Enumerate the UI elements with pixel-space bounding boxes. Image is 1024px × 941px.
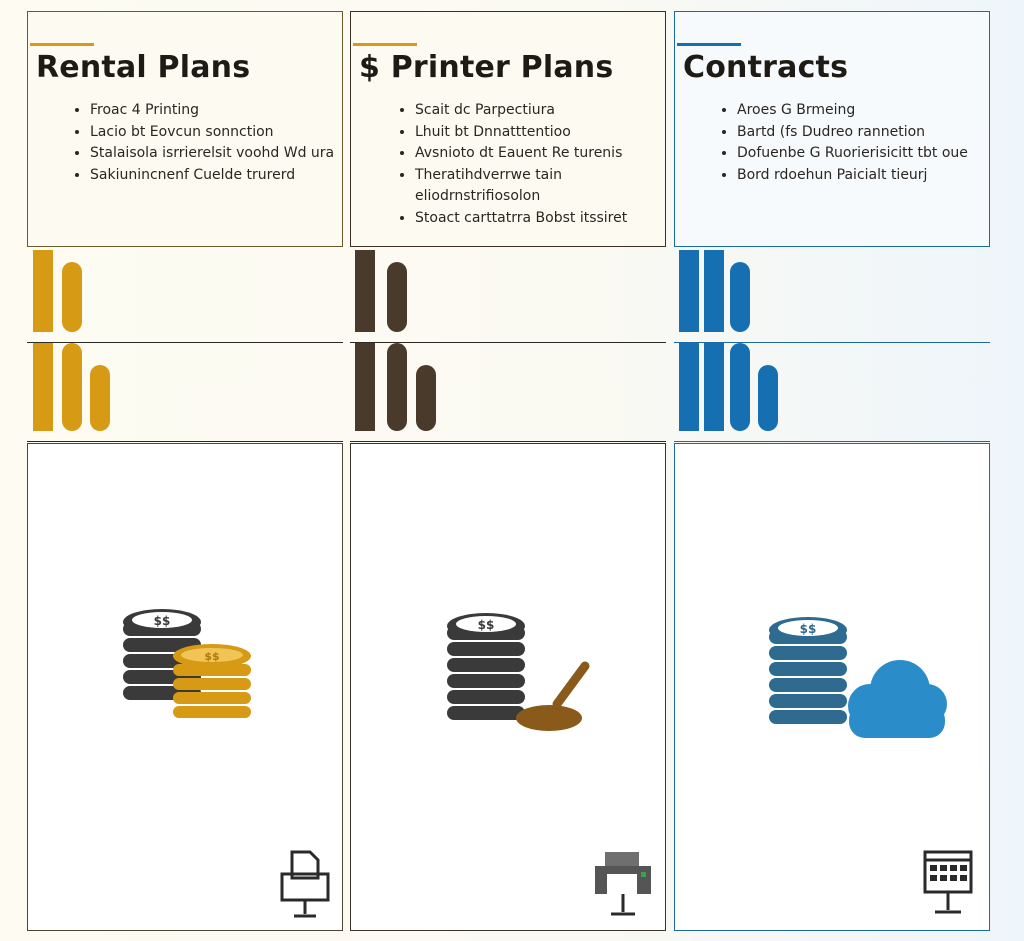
printer-plans-illustration-card[interactable]: $$ [350, 443, 666, 931]
feature-item: Scait dc Parpectiura [415, 100, 677, 122]
printer-plans-features: Scait dc Parpectiura Lhuit bt Dnnatttent… [393, 100, 677, 229]
printer-plans-title: $ Printer Plans [359, 50, 614, 85]
bar-icon [730, 343, 750, 431]
bar-icon [679, 343, 699, 431]
bar-icon [355, 250, 375, 332]
bar-icon [758, 365, 778, 431]
printer-bars-row-2 [350, 343, 666, 442]
feature-item: Froac 4 Printing [90, 100, 350, 122]
contracts-illustration-card[interactable]: $$ [674, 443, 990, 931]
feature-item: Lhuit bt Dnnatttentioo [415, 122, 677, 144]
rental-plans-illustration-card[interactable]: $$ $$ [27, 443, 343, 931]
bar-icon [704, 250, 724, 332]
feature-item: Stoact carttatrra Bobst itssiret [415, 208, 677, 230]
svg-text:$$: $$ [478, 618, 495, 632]
bar-icon [355, 343, 375, 431]
calendar-monitor-icon [923, 850, 973, 914]
feature-item: Lacio bt Eovcun sonnction [90, 122, 350, 144]
rental-plans-card[interactable]: Rental Plans Froac 4 Printing Lacio bt E… [27, 11, 343, 247]
feature-item: Aroes G Brmeing [737, 100, 997, 122]
coin-stack-gold-icon: $$ $$ [123, 609, 251, 718]
contracts-features: Aroes G Brmeing Bartd (fs Dudreo ranneti… [715, 100, 997, 186]
feature-item: Stalaisola isrrierelsit voohd Wd ura [90, 143, 350, 165]
bar-icon [62, 262, 82, 332]
feature-item: Bartd (fs Dudreo rannetion [737, 122, 997, 144]
feature-item: Sakiunincnenf Cuelde trurerd [90, 165, 350, 187]
printer-icon [595, 852, 651, 916]
svg-text:$$: $$ [154, 614, 171, 628]
contracts-card[interactable]: Contracts Aroes G Brmeing Bartd (fs Dudr… [674, 11, 990, 247]
feature-item: Avsnioto dt Eauent Re turenis [415, 143, 677, 165]
feature-item: Bord rdoehun Paicialt tieurj [737, 165, 997, 187]
rental-plans-column: Rental Plans Froac 4 Printing Lacio bt E… [27, 11, 343, 931]
contracts-bars-row-2 [674, 343, 990, 442]
bar-icon [90, 365, 110, 431]
printer-plans-column: $ Printer Plans Scait dc Parpectiura Lhu… [350, 11, 666, 931]
contracts-bars-row-1 [674, 247, 990, 343]
accent-line [30, 43, 94, 46]
printer-plans-card[interactable]: $ Printer Plans Scait dc Parpectiura Lhu… [350, 11, 666, 247]
svg-text:$$: $$ [204, 650, 219, 663]
bar-icon [387, 262, 407, 332]
printer-bars-row-1 [350, 247, 666, 343]
rental-bars-row-2 [27, 343, 343, 442]
rental-plans-title: Rental Plans [36, 50, 251, 85]
bar-icon [679, 250, 699, 332]
feature-item: Theratihdverrwe tain eliodrnstrifiosolon [415, 165, 585, 208]
bar-icon [62, 343, 82, 431]
coin-stack-gavel-icon: $$ [447, 613, 590, 731]
accent-line [353, 43, 417, 46]
rental-plans-features: Froac 4 Printing Lacio bt Eovcun sonncti… [68, 100, 350, 186]
bar-icon [704, 343, 724, 431]
bar-icon [33, 343, 53, 431]
bar-icon [730, 262, 750, 332]
bar-icon [33, 250, 53, 332]
rental-bars-row-1 [27, 247, 343, 343]
contracts-column: Contracts Aroes G Brmeing Bartd (fs Dudr… [674, 11, 990, 931]
accent-line [677, 43, 741, 46]
svg-text:$$: $$ [800, 622, 817, 636]
bar-icon [387, 343, 407, 431]
document-monitor-icon [280, 850, 330, 918]
coin-stack-cloud-icon: $$ [769, 617, 947, 738]
contracts-title: Contracts [683, 50, 849, 85]
bar-icon [416, 365, 436, 431]
feature-item: Dofuenbe G Ruorierisicitt tbt oue [737, 143, 997, 165]
